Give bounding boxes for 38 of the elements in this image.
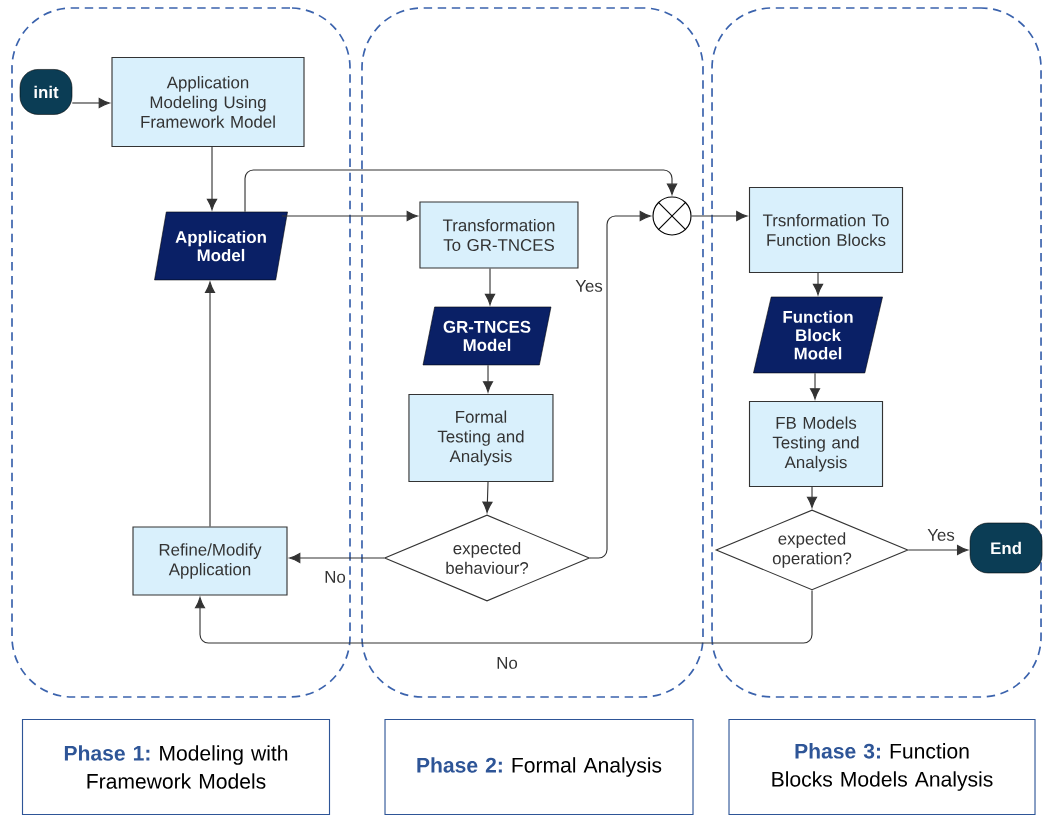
arrow — [281, 210, 418, 222]
arrow — [71, 97, 110, 109]
process-box: Refine/Modify Application — [132, 526, 288, 596]
arrow — [589, 210, 651, 559]
phase-region — [361, 7, 704, 698]
phase-caption-box: Phase 1: Modeling with Framework Models — [21, 718, 331, 816]
process-box: Transformation To GR-TNCES — [419, 201, 579, 269]
arrow — [194, 590, 813, 644]
process-box: FB Models Testing and Analysis — [748, 400, 884, 488]
data-parallelogram: GR-TNCES Model — [422, 306, 552, 366]
edge-label: Yes — [573, 278, 605, 294]
phase-region — [711, 7, 1042, 698]
arrow — [482, 364, 494, 393]
data-parallelogram: Application Model — [154, 211, 288, 281]
arrow — [482, 481, 493, 513]
phase-caption-box: Phase 2: Formal Analysis — [384, 718, 694, 816]
terminal-node: End — [969, 522, 1043, 574]
arrow — [691, 210, 748, 222]
phase-region — [11, 7, 351, 698]
arrow — [806, 486, 818, 508]
junction-circle — [652, 196, 692, 236]
phase-caption-box: Phase 3: Function Blocks Models Analysis — [728, 718, 1036, 816]
process-box: Trsnformation To Function Blocks — [748, 186, 904, 274]
arrow — [204, 281, 216, 527]
arrow — [244, 169, 678, 213]
arrow — [206, 146, 218, 211]
arrow — [809, 372, 821, 400]
edge-label: No — [322, 569, 348, 585]
arrow — [812, 272, 824, 296]
arrow — [908, 544, 969, 556]
process-box: Application Modeling Using Framework Model — [111, 56, 305, 147]
process-box: Formal Testing and Analysis — [408, 393, 554, 483]
terminal-node: init — [19, 69, 73, 115]
arrow — [289, 552, 385, 564]
edge-label: No — [494, 655, 520, 671]
edge-label: Yes — [925, 527, 957, 543]
data-parallelogram: Function Block Model — [753, 296, 883, 374]
arrow — [484, 267, 496, 306]
